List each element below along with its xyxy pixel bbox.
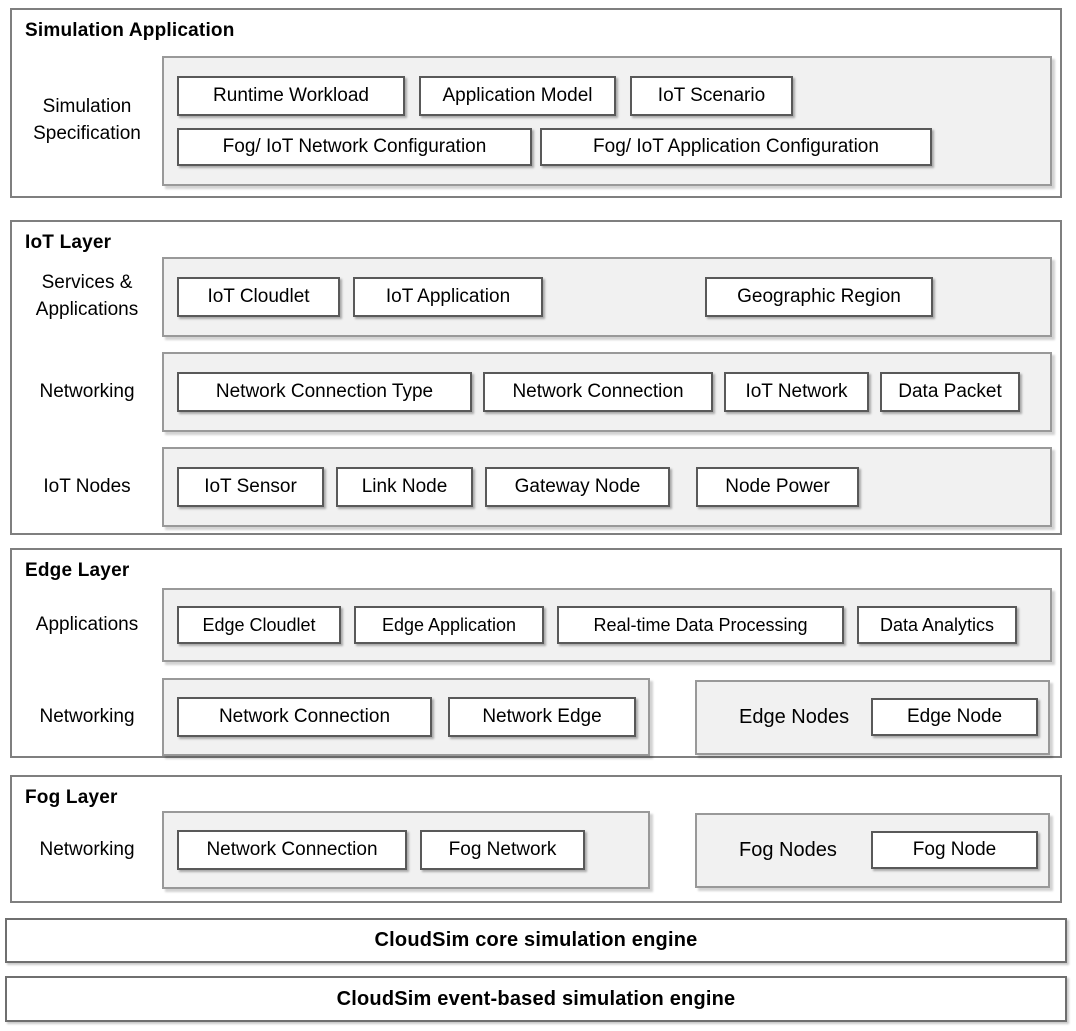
box-iot-scenario: IoT Scenario xyxy=(630,76,793,116)
edge-nodes-panel: Edge Nodes Edge Node xyxy=(695,679,1050,755)
edge-applications-panel: Edge Cloudlet Edge Application Real-time… xyxy=(162,588,1052,662)
section-title-simulation-application: Simulation Application xyxy=(25,20,235,41)
iot-services-panel: IoT Cloudlet IoT Application Geographic … xyxy=(162,257,1052,337)
box-data-packet: Data Packet xyxy=(880,372,1020,412)
box-network-connection-type: Network Connection Type xyxy=(177,372,472,412)
fog-nodes-panel: Fog Nodes Fog Node xyxy=(695,812,1050,888)
box-gateway-node: Gateway Node xyxy=(485,467,670,507)
box-application-model: Application Model xyxy=(419,76,616,116)
row-label-edge-networking: Networking xyxy=(39,705,135,727)
box-fog-iot-application-configuration: Fog/ IoT Application Configuration xyxy=(540,128,932,166)
box-real-time-data-processing: Real-time Data Processing xyxy=(557,606,844,644)
edge-networking-panel: Network Connection Network Edge xyxy=(162,678,650,756)
simulation-specification-panel: Runtime Workload Application Model IoT S… xyxy=(162,56,1052,186)
box-network-edge: Network Edge xyxy=(448,697,636,737)
box-data-analytics: Data Analytics xyxy=(857,606,1017,644)
box-edge-cloudlet: Edge Cloudlet xyxy=(177,606,341,644)
box-geographic-region: Geographic Region xyxy=(705,277,933,317)
box-edge-node: Edge Node xyxy=(871,698,1038,736)
row-label-edge-applications: Applications xyxy=(35,613,139,635)
section-simulation-application: Simulation Application Simulation Specif… xyxy=(10,8,1062,198)
box-node-power: Node Power xyxy=(696,467,859,507)
box-iot-cloudlet: IoT Cloudlet xyxy=(177,277,340,317)
box-fog-iot-network-configuration: Fog/ IoT Network Configuration xyxy=(177,128,532,166)
box-iot-application: IoT Application xyxy=(353,277,543,317)
row-label-iot-networking: Networking xyxy=(39,380,135,402)
section-title-fog-layer: Fog Layer xyxy=(25,787,118,808)
fog-nodes-label: Fog Nodes xyxy=(739,838,837,861)
row-label-services-applications: Services & Applications xyxy=(35,272,139,320)
section-title-edge-layer: Edge Layer xyxy=(25,560,130,581)
box-link-node: Link Node xyxy=(336,467,473,507)
row-label-fog-networking: Networking xyxy=(39,838,135,860)
box-network-connection-edge: Network Connection xyxy=(177,697,432,737)
box-network-connection-fog: Network Connection xyxy=(177,830,407,870)
iot-networking-panel: Network Connection Type Network Connecti… xyxy=(162,352,1052,432)
box-network-connection-iot: Network Connection xyxy=(483,372,713,412)
edge-nodes-label: Edge Nodes xyxy=(739,705,850,728)
section-iot-layer: IoT Layer Services & Applications IoT Cl… xyxy=(10,220,1062,535)
row-label-simulation-specification: Simulation Specification xyxy=(33,96,141,144)
box-iot-sensor: IoT Sensor xyxy=(177,467,324,507)
box-iot-network: IoT Network xyxy=(724,372,869,412)
box-runtime-workload: Runtime Workload xyxy=(177,76,405,116)
fog-networking-panel: Network Connection Fog Network xyxy=(162,811,650,889)
iot-nodes-panel: IoT Sensor Link Node Gateway Node Node P… xyxy=(162,447,1052,527)
box-fog-network: Fog Network xyxy=(420,830,585,870)
box-edge-application: Edge Application xyxy=(354,606,544,644)
section-fog-layer: Fog Layer Networking Network Connection … xyxy=(10,775,1062,903)
cloudsim-event-engine-bar: CloudSim event-based simulation engine xyxy=(5,976,1067,1022)
row-label-iot-nodes: IoT Nodes xyxy=(43,475,131,497)
section-title-iot-layer: IoT Layer xyxy=(25,232,112,253)
section-edge-layer: Edge Layer Applications Edge Cloudlet Ed… xyxy=(10,548,1062,758)
box-fog-node: Fog Node xyxy=(871,831,1038,869)
cloudsim-core-engine-bar: CloudSim core simulation engine xyxy=(5,918,1067,963)
